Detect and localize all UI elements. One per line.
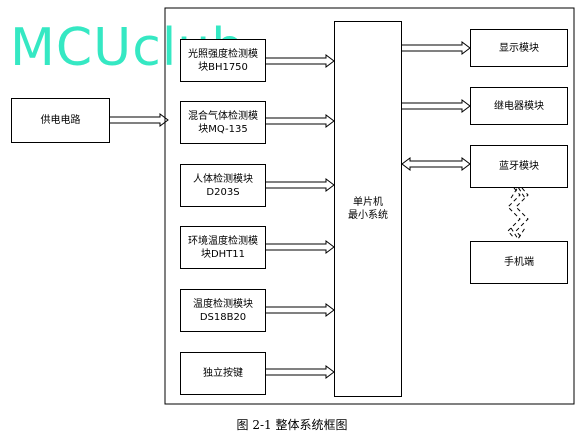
arrow-light (266, 54, 335, 68)
light-sensor-box: 光照强度检测模块BH1750 (180, 39, 266, 82)
display-label: 显示模块 (499, 42, 539, 54)
mcu-label-1: 单片机 (353, 197, 383, 208)
outer-frame (164, 7, 575, 405)
output-arrows (401, 41, 471, 171)
input-arrows (110, 54, 335, 379)
gas-sensor-label-2: 块MQ-135 (198, 123, 248, 135)
arrow-temp (266, 303, 335, 317)
power-supply-label: 供电电路 (40, 115, 81, 126)
arrow-power (110, 113, 169, 127)
arrow-button (266, 365, 335, 379)
human-sensor-label-1: 人体检测模块 (193, 173, 253, 185)
display-box: 显示模块 (470, 29, 568, 67)
phone-label: 手机端 (504, 257, 534, 268)
arrow-bluetooth (401, 157, 471, 171)
bluetooth-box: 蓝牙模块 (470, 145, 568, 188)
power-supply-box: 供电电路 (11, 98, 110, 143)
temp-sensor-label-2: DS18B20 (199, 311, 247, 323)
gas-sensor-box: 混合气体检测模块MQ-135 (180, 101, 266, 144)
arrow-env (266, 240, 335, 254)
mcu-label-2: 最小系统 (348, 210, 388, 221)
arrow-gas (266, 114, 335, 128)
temp-sensor-label-1: 温度检测模块 (193, 298, 253, 310)
phone-box: 手机端 (470, 241, 568, 284)
button-box: 独立按键 (180, 352, 266, 395)
light-sensor-label-1: 光照强度检测模 (188, 48, 258, 60)
figure-caption: 图 2-1 整体系统框图 (236, 418, 348, 432)
gas-sensor-label-1: 混合气体检测模 (188, 110, 258, 122)
mcu-box: 单片机最小系统 (334, 21, 402, 397)
bluetooth-label: 蓝牙模块 (499, 161, 539, 172)
arrow-display (402, 41, 471, 55)
relay-box: 继电器模块 (470, 87, 568, 125)
button-label: 独立按键 (203, 368, 243, 379)
arrow-human (266, 178, 335, 192)
arrow-relay (402, 99, 471, 113)
env-sensor-label-2: 块DHT11 (200, 248, 246, 260)
env-sensor-label-1: 环境温度检测模 (188, 235, 258, 247)
light-sensor-label-2: 块BH1750 (198, 61, 248, 73)
relay-label: 继电器模块 (494, 100, 544, 112)
wireless-link (507, 186, 529, 240)
env-sensor-box: 环境温度检测模块DHT11 (180, 226, 266, 269)
human-sensor-label-2: D203S (206, 186, 240, 198)
